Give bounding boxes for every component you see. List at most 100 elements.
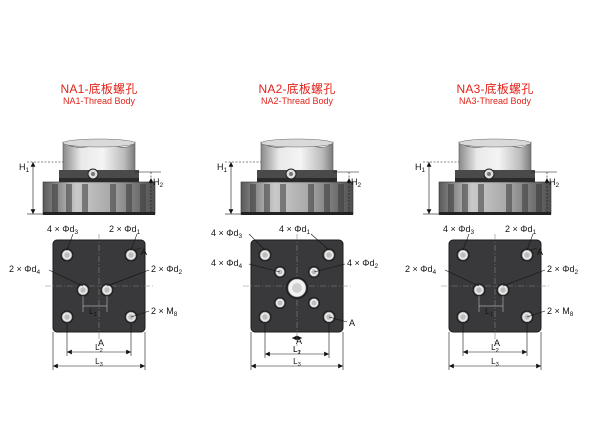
dimension-label: L3 <box>293 357 301 368</box>
base-groove <box>52 184 58 212</box>
hole-inner <box>460 252 466 258</box>
base-block <box>240 181 354 215</box>
base-groove <box>462 184 468 212</box>
hole-inner <box>80 287 86 293</box>
center-bore-inner <box>292 283 302 293</box>
corner-hole <box>258 248 272 262</box>
base-block <box>438 181 552 215</box>
dimension-label: 4 × Φd3 <box>47 224 78 236</box>
dimension-label: H1 <box>19 162 30 174</box>
base-bottom-edge <box>241 212 353 215</box>
collar <box>59 170 139 178</box>
dimension-label: L1 <box>89 307 97 318</box>
dimension-arrow <box>30 162 36 167</box>
leader-line <box>130 310 150 318</box>
hole-inner <box>524 252 530 258</box>
hole-inner <box>128 252 134 258</box>
leader-line <box>526 310 546 318</box>
dimension-label: L3 <box>491 357 499 368</box>
dimension-label: L1 <box>485 307 493 318</box>
dimension-arrow <box>544 178 550 183</box>
hole-inner <box>460 314 466 320</box>
dimension-label: L2 <box>293 345 301 356</box>
corner-hole <box>60 248 74 262</box>
corner-hole <box>322 248 336 262</box>
collar-shadow <box>455 178 535 182</box>
base-bottom-edge <box>439 212 551 215</box>
panel-title-cn: NA3-底板螺孔 <box>456 82 534 96</box>
base-block <box>42 181 156 215</box>
dimension-label: 2 × M8 <box>547 306 574 318</box>
dimension-label: 4 × Φd3 <box>211 228 242 240</box>
dimension-label: A <box>349 318 355 328</box>
dimension-arrow <box>536 363 541 369</box>
leader-line <box>313 263 346 273</box>
dimension-label: L2 <box>95 343 103 354</box>
panel-title-cn: NA2-底板螺孔 <box>258 82 336 96</box>
collar-shadow <box>257 178 337 182</box>
base-groove <box>338 184 344 212</box>
base-groove <box>250 184 256 212</box>
leader-line <box>462 233 470 251</box>
dimension-label: H1 <box>415 162 426 174</box>
leader-line <box>134 247 142 251</box>
hole-inner <box>476 287 482 293</box>
hole-inner <box>64 252 70 258</box>
dimension-arrow <box>297 335 302 341</box>
corner-hole <box>456 248 470 262</box>
collar-shadow <box>59 178 139 182</box>
dimension-arrow <box>265 351 270 357</box>
dimension-label: 2 × Φd4 <box>9 264 40 276</box>
dimension-label: L2 <box>491 343 499 354</box>
dimension-label: H2 <box>351 177 362 189</box>
base-groove <box>536 184 542 212</box>
dimension-label: 4 × Φd3 <box>443 224 474 236</box>
dimension-label: 4 × Φd1 <box>279 224 310 236</box>
base-groove <box>522 184 528 212</box>
inner-hole <box>76 283 90 297</box>
hole-inner <box>262 252 268 258</box>
cylinder-top <box>62 138 136 148</box>
base-groove <box>478 184 484 212</box>
corner-hole <box>60 310 74 324</box>
ring-hole <box>308 297 320 309</box>
dimension-arrow <box>148 178 154 183</box>
hole-inner <box>64 314 70 320</box>
hole-inner <box>326 252 332 258</box>
collar <box>257 170 337 178</box>
dimension-arrow <box>140 363 145 369</box>
dimension-arrow <box>67 349 72 355</box>
panel-title-en: NA1-Thread Body <box>62 96 136 106</box>
hole-inner <box>311 300 317 306</box>
leader-line <box>130 233 138 251</box>
side-pin-center <box>91 172 95 176</box>
dimension-label: H1 <box>217 162 228 174</box>
hole-inner <box>277 300 283 306</box>
dimension-arrow <box>426 209 432 214</box>
dimension-arrow <box>30 209 36 214</box>
dimension-label: 2 × Φd4 <box>405 264 436 276</box>
dimension-arrow <box>251 363 256 369</box>
base-groove <box>280 184 286 212</box>
leader-line <box>328 316 348 323</box>
base-groove <box>308 184 314 212</box>
dimension-label: 2 × Φd1 <box>505 224 536 236</box>
dimension-label: A <box>494 338 500 348</box>
dimension-label: 2 × Φd2 <box>547 264 578 276</box>
dimension-label: H2 <box>153 177 164 189</box>
dimension-arrow <box>522 349 527 355</box>
dimension-label: 4 × Φd2 <box>347 258 378 270</box>
base-groove <box>82 184 88 212</box>
dimension-arrow <box>449 363 454 369</box>
